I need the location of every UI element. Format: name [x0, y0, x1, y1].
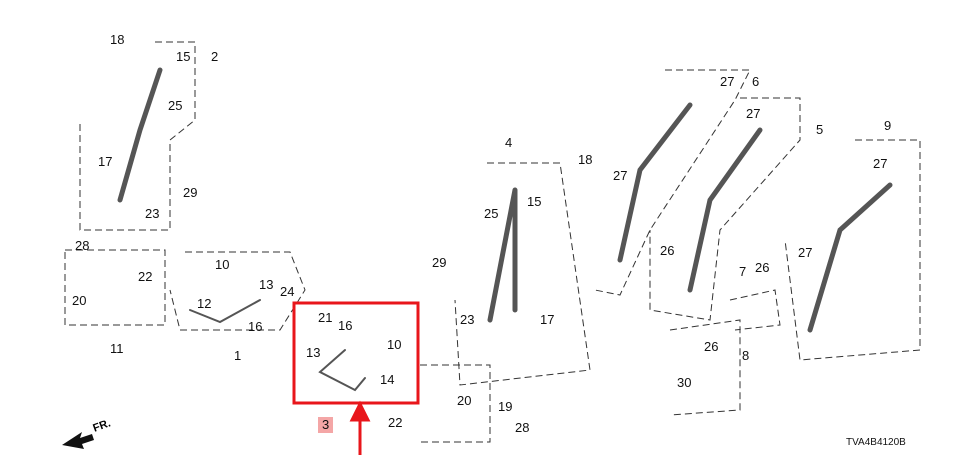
callout-26[interactable]: 26	[704, 339, 719, 354]
callout-15[interactable]: 15	[527, 194, 542, 209]
callout-25[interactable]: 25	[484, 206, 499, 221]
callout-13[interactable]: 13	[306, 345, 321, 360]
callout-27[interactable]: 27	[746, 106, 761, 121]
callout-17[interactable]: 17	[98, 154, 113, 169]
highlight-arrow	[349, 400, 371, 455]
callout-4[interactable]: 4	[505, 135, 513, 150]
fr-arrow-icon	[62, 432, 94, 449]
callout-28[interactable]: 28	[515, 420, 530, 435]
callout-20[interactable]: 20	[457, 393, 472, 408]
callout-27[interactable]: 27	[613, 168, 628, 183]
callout-17[interactable]: 17	[540, 312, 555, 327]
callout-11[interactable]: 11	[110, 341, 124, 356]
group-9-outline	[784, 139, 921, 361]
callout-20[interactable]: 20	[72, 293, 87, 308]
callout-22[interactable]: 22	[388, 415, 403, 430]
callout-6[interactable]: 6	[752, 74, 760, 89]
wire-3	[318, 349, 366, 392]
belt-9	[807, 182, 893, 333]
callout-9[interactable]: 9	[884, 118, 892, 133]
callout-15[interactable]: 15	[176, 49, 191, 64]
belt-6	[617, 102, 693, 263]
callout-29[interactable]: 29	[432, 255, 447, 270]
callout-29[interactable]: 29	[183, 185, 198, 200]
callout-18[interactable]: 18	[110, 32, 125, 47]
callout-13[interactable]: 13	[259, 277, 274, 292]
callout-1[interactable]: 1	[234, 348, 242, 363]
group-30-outline	[669, 319, 741, 416]
callout-28[interactable]: 28	[75, 238, 90, 253]
group-6-outline	[594, 69, 751, 296]
group-8-outline	[729, 289, 781, 331]
callout-21[interactable]: 21	[318, 310, 333, 325]
callout-12[interactable]: 12	[197, 296, 212, 311]
group-4-outline	[454, 162, 591, 386]
callout-5[interactable]: 5	[816, 122, 824, 137]
callout-25[interactable]: 25	[168, 98, 183, 113]
callout-14[interactable]: 14	[380, 372, 395, 387]
group-19-outline	[420, 364, 491, 443]
callout-27[interactable]: 27	[873, 156, 888, 171]
belt-5	[687, 127, 763, 293]
callout-23[interactable]: 23	[145, 206, 160, 221]
group-11-outline	[64, 249, 166, 326]
callout-27[interactable]: 27	[798, 245, 813, 260]
callout-23[interactable]: 23	[460, 312, 475, 327]
callout-8[interactable]: 8	[742, 348, 750, 363]
callout-19[interactable]: 19	[498, 399, 513, 414]
callout-10[interactable]: 10	[387, 337, 402, 352]
callout-27[interactable]: 27	[720, 74, 735, 89]
callout-26[interactable]: 26	[660, 243, 675, 258]
callout-24[interactable]: 24	[280, 284, 295, 299]
callout-3[interactable]: 3	[318, 417, 334, 433]
belt-4	[487, 187, 518, 323]
callout-2[interactable]: 2	[211, 49, 219, 64]
callout-7[interactable]: 7	[739, 264, 747, 279]
highlight-box	[292, 301, 420, 405]
wire-1	[189, 299, 261, 324]
callout-16[interactable]: 16	[338, 318, 353, 333]
belt-2	[117, 67, 163, 203]
callout-18[interactable]: 18	[578, 152, 593, 167]
group-5-outline	[649, 97, 801, 321]
callout-26[interactable]: 26	[755, 260, 770, 275]
diagram-code: TVA4B4120B	[846, 437, 906, 448]
callout-30[interactable]: 30	[677, 375, 692, 390]
callout-16[interactable]: 16	[248, 319, 263, 334]
callout-10[interactable]: 10	[215, 257, 230, 272]
group-2-outline	[79, 41, 196, 231]
callout-22[interactable]: 22	[138, 269, 153, 284]
